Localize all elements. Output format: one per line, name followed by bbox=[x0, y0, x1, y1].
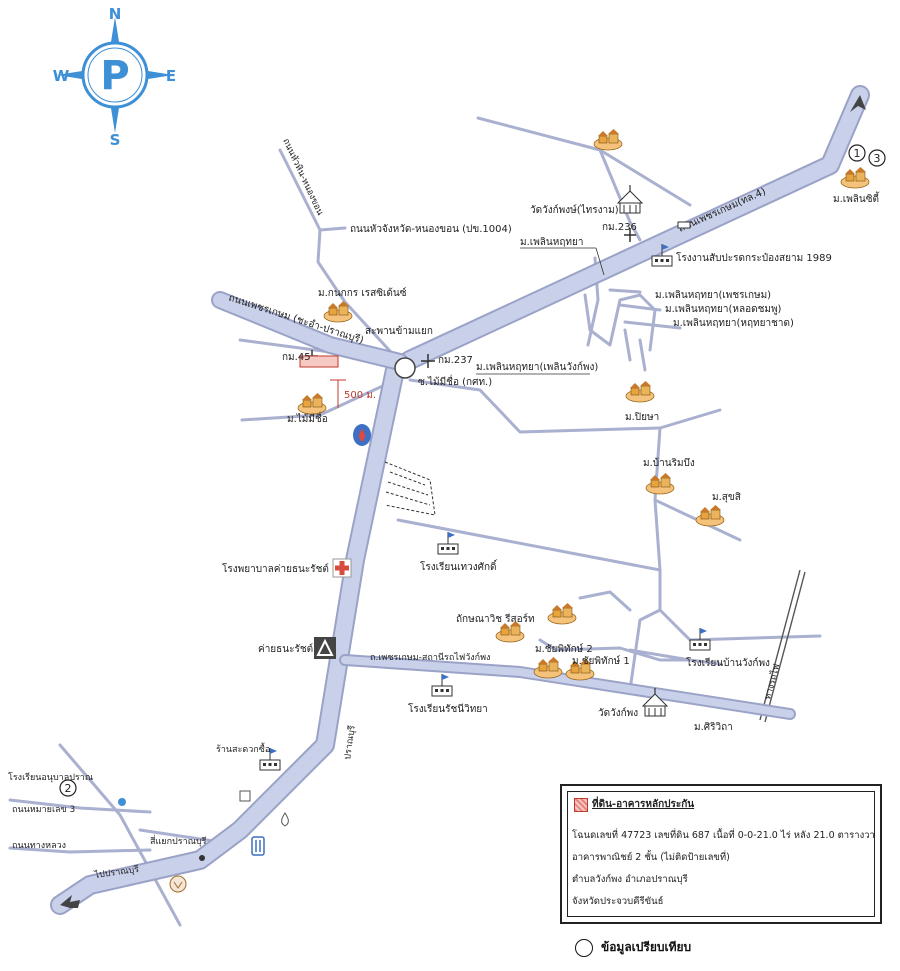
hospital-icon bbox=[332, 558, 352, 578]
school-icon bbox=[437, 531, 459, 555]
legend-line-1: โฉนดเลขที่ 47723 เลขที่ดิน 687 เนื้อที่ … bbox=[572, 830, 875, 841]
road-label-bottom-left: ถนนทางหลวง bbox=[12, 841, 66, 851]
house-icon bbox=[533, 656, 563, 679]
road-label-huai-phai: ถนนหัวหิน-หนองขอน bbox=[280, 137, 325, 217]
road-label-left-mid: ถนนหมายเลข 3 bbox=[12, 805, 75, 815]
compass-w: W bbox=[53, 67, 70, 85]
temple-icon bbox=[617, 184, 643, 214]
legend-line-4: จังหวัดประจวบคีรีขันธ์ bbox=[572, 896, 664, 907]
label-moo-suksa: ม.สุขสิ bbox=[712, 492, 741, 503]
gas-station-icon bbox=[353, 424, 371, 446]
label-school-3: โรงเรียนรัชนีวิทยา bbox=[408, 702, 488, 715]
label-moo-phetsa-2: ม.เพลินหฤทยา(หลอดชมพู) bbox=[665, 304, 782, 315]
svg-text:1: 1 bbox=[854, 147, 861, 160]
camp-icon bbox=[314, 637, 336, 659]
road-label-pranburi: ถ.เพชรเกษม-สถานีรถไฟวังก์พง bbox=[370, 651, 490, 663]
bridge-marker bbox=[677, 221, 691, 229]
compass-n: N bbox=[109, 5, 122, 23]
label-wat-bottom: วัดวังก์พง bbox=[598, 707, 638, 719]
house-icon bbox=[840, 166, 870, 189]
label-moo-phetsa-top: ม.เพลินหฤทยา bbox=[520, 237, 583, 248]
house-icon bbox=[625, 380, 655, 403]
legend-line-3: ตำบลวังก์พง อำเภอปราณบุรี bbox=[572, 874, 688, 885]
bus-stop-icon bbox=[251, 836, 265, 856]
road-label-pran-south: ปราณบุรี bbox=[342, 725, 358, 761]
svg-text:2: 2 bbox=[65, 782, 72, 795]
label-km236: กม.236 bbox=[602, 222, 637, 233]
shop-icon bbox=[239, 790, 251, 802]
comparison-note: ข้อมูลเปรียบเทียบ bbox=[575, 938, 691, 957]
label-hospital: โรงพยาบาลค่ายธนะรัชต์ bbox=[222, 562, 329, 575]
label-moo-phetsa-3: ม.เพลินหฤทยา(หฤทยาชาด) bbox=[673, 318, 794, 329]
circle-marker-icon bbox=[575, 938, 593, 957]
interchange-dashed bbox=[384, 461, 436, 516]
km-post-icon bbox=[306, 228, 636, 368]
comparison-marker-2: 2 bbox=[59, 779, 77, 797]
police-icon bbox=[169, 875, 187, 893]
direction-arrow-ne bbox=[850, 95, 866, 112]
label-lum-shop: ร้านสะดวกซื้อ bbox=[216, 742, 270, 755]
label-moo-chai-2: ม.ชัยพิทักษ์ 2 bbox=[535, 643, 593, 655]
legend-title: ที่ดิน-อาคารหลักประกัน bbox=[592, 799, 695, 810]
label-moo-kankorn: ม.กนกกร เรสซิเด้นซ์ bbox=[318, 287, 407, 299]
comparison-marker-1: 1 bbox=[848, 144, 866, 162]
legend-swatch bbox=[574, 798, 588, 812]
label-moo-piyasa: ม.ปิยษา bbox=[625, 412, 659, 423]
minor-roads bbox=[8, 116, 822, 927]
label-moo-thana: ถักษณาวิช รีสอร์ท bbox=[456, 613, 535, 625]
label-moo-baan-ruen: ม.บ้านริมบึง bbox=[643, 457, 695, 469]
label-moo-sirinart: ม.ศิริวิถา bbox=[694, 722, 733, 733]
house-icon bbox=[593, 128, 623, 151]
svg-text:3: 3 bbox=[874, 152, 881, 165]
house-icon bbox=[547, 602, 577, 625]
label-factory: โรงงานสับปะรดกระป๋องสยาม 1989 bbox=[676, 251, 832, 264]
road-label-sam-phan: ถนนหัวจังหวัด-หนองขอน (ปข.1004) bbox=[350, 224, 512, 235]
legend-line-2: อาคารพาณิชย์ 2 ชั้น (ไม่ติดป้ายเลขที่) bbox=[572, 852, 730, 863]
label-moo-chai-1: ม.ชัยพิทักษ์ 1 bbox=[572, 655, 630, 667]
comparison-marker-3: 3 bbox=[868, 149, 886, 167]
house-icon bbox=[695, 504, 725, 527]
label-sakhon: สะพานข้ามแยก bbox=[365, 325, 433, 337]
label-moo-mai: ม.ไม้มีชื่อ bbox=[287, 411, 328, 425]
label-pranburi-town: สี่แยกปราณบุรี bbox=[150, 834, 207, 847]
distance-line bbox=[330, 379, 346, 408]
label-moo-phetsa-4: ม.เพลินหฤทยา(เพลินวังก์พง) bbox=[476, 361, 598, 373]
school-icon bbox=[431, 673, 453, 697]
label-school-left: โรงเรียนอนุบาลปราณ bbox=[8, 772, 93, 783]
label-km237: กม.237 bbox=[438, 355, 473, 366]
compass-logo: P bbox=[100, 53, 129, 99]
compass-e: E bbox=[166, 67, 176, 85]
label-plin-city: ม.เพลินซิตี้ bbox=[833, 191, 880, 205]
railway bbox=[759, 569, 806, 723]
house-icon bbox=[645, 472, 675, 495]
label-km45: กม.45 bbox=[282, 352, 311, 363]
main-highways bbox=[50, 85, 870, 915]
label-camp: ค่ายธนะรัชต์ bbox=[258, 643, 313, 655]
label-school-1: โรงเรียนเทวงศักดิ์ bbox=[420, 559, 498, 573]
compass-s: S bbox=[110, 131, 121, 149]
label-dist: 500 ม. bbox=[344, 390, 376, 401]
compass-rose: P N S W E bbox=[53, 5, 176, 149]
legend-inner bbox=[567, 791, 875, 917]
water-icon bbox=[118, 798, 126, 806]
direction-arrow bbox=[60, 895, 80, 908]
water-drop-icon bbox=[281, 812, 289, 827]
town-dot bbox=[199, 855, 205, 861]
roundabout bbox=[394, 357, 416, 379]
label-school-2: โรงเรียนบ้านวังก์พง bbox=[686, 656, 770, 669]
legend-box: ที่ดิน-อาคารหลักประกัน โฉนดเลขที่ 47723 … bbox=[560, 784, 882, 924]
leader-line bbox=[595, 247, 605, 276]
property-marker bbox=[299, 355, 339, 368]
comparison-note-text: ข้อมูลเปรียบเทียบ bbox=[601, 940, 692, 954]
label-wat-top: วัดวังก์พงษ์(ไทรงาม) bbox=[530, 204, 619, 216]
house-icon bbox=[297, 392, 327, 415]
label-soi-mai: ซ.ไม้มีชื่อ (กศท.) bbox=[418, 374, 492, 388]
label-moo-phetsa-1: ม.เพลินหฤทยา(เพชรเกษม) bbox=[655, 290, 771, 301]
